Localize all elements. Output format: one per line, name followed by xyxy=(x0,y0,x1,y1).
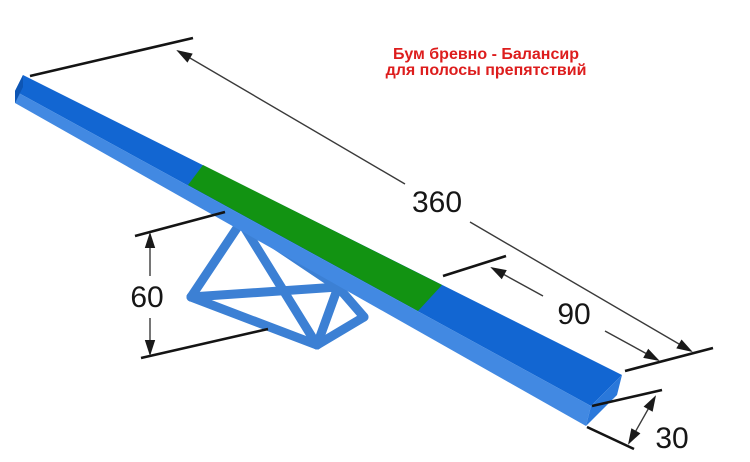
extension-line-left-end xyxy=(29,36,194,78)
dimension-line xyxy=(490,267,544,297)
truss-tube xyxy=(312,312,369,350)
beam-left-end-face xyxy=(15,75,23,103)
dimension-line xyxy=(469,221,693,353)
truss-tube xyxy=(312,282,343,350)
beam-front-face xyxy=(15,91,591,426)
truss-tube xyxy=(333,282,369,322)
beam-right-end-face xyxy=(586,375,622,426)
dimension-label-length: 360 xyxy=(412,186,462,219)
truss-tube xyxy=(236,217,322,350)
dimension-line xyxy=(628,395,656,445)
dimension-height: 60 xyxy=(130,232,164,356)
dimension-label-width: 30 xyxy=(655,422,688,455)
dimension-length: 360 xyxy=(176,49,693,353)
truss-tube xyxy=(186,282,343,302)
dimension-line xyxy=(176,49,406,185)
dimension-label-right-section: 90 xyxy=(557,298,590,331)
extension-line-height-top xyxy=(134,210,226,238)
balance-beam xyxy=(15,75,622,426)
extension-line-height-bottom xyxy=(140,327,269,360)
extension-line-right-end xyxy=(624,346,714,373)
diagram-title-line2: для полосы препятствий xyxy=(386,62,587,79)
dimension-label-height: 60 xyxy=(130,281,163,314)
beam-green-section xyxy=(188,165,442,311)
dimension-line xyxy=(604,330,660,361)
diagram-title: Бум бревно - Балансир для полосы препятс… xyxy=(386,46,587,79)
truss-tube xyxy=(186,217,246,302)
diagram-title-line1: Бум бревно - Балансир xyxy=(393,46,579,63)
extension-line-green-boundary xyxy=(442,254,507,278)
dimension-right-section: 90 xyxy=(490,267,660,361)
dimension-width: 30 xyxy=(628,395,689,455)
extension-lines xyxy=(29,36,714,451)
extension-line-width-lower xyxy=(586,425,635,451)
extension-line-width-upper xyxy=(591,388,663,408)
truss-tube xyxy=(186,292,322,350)
